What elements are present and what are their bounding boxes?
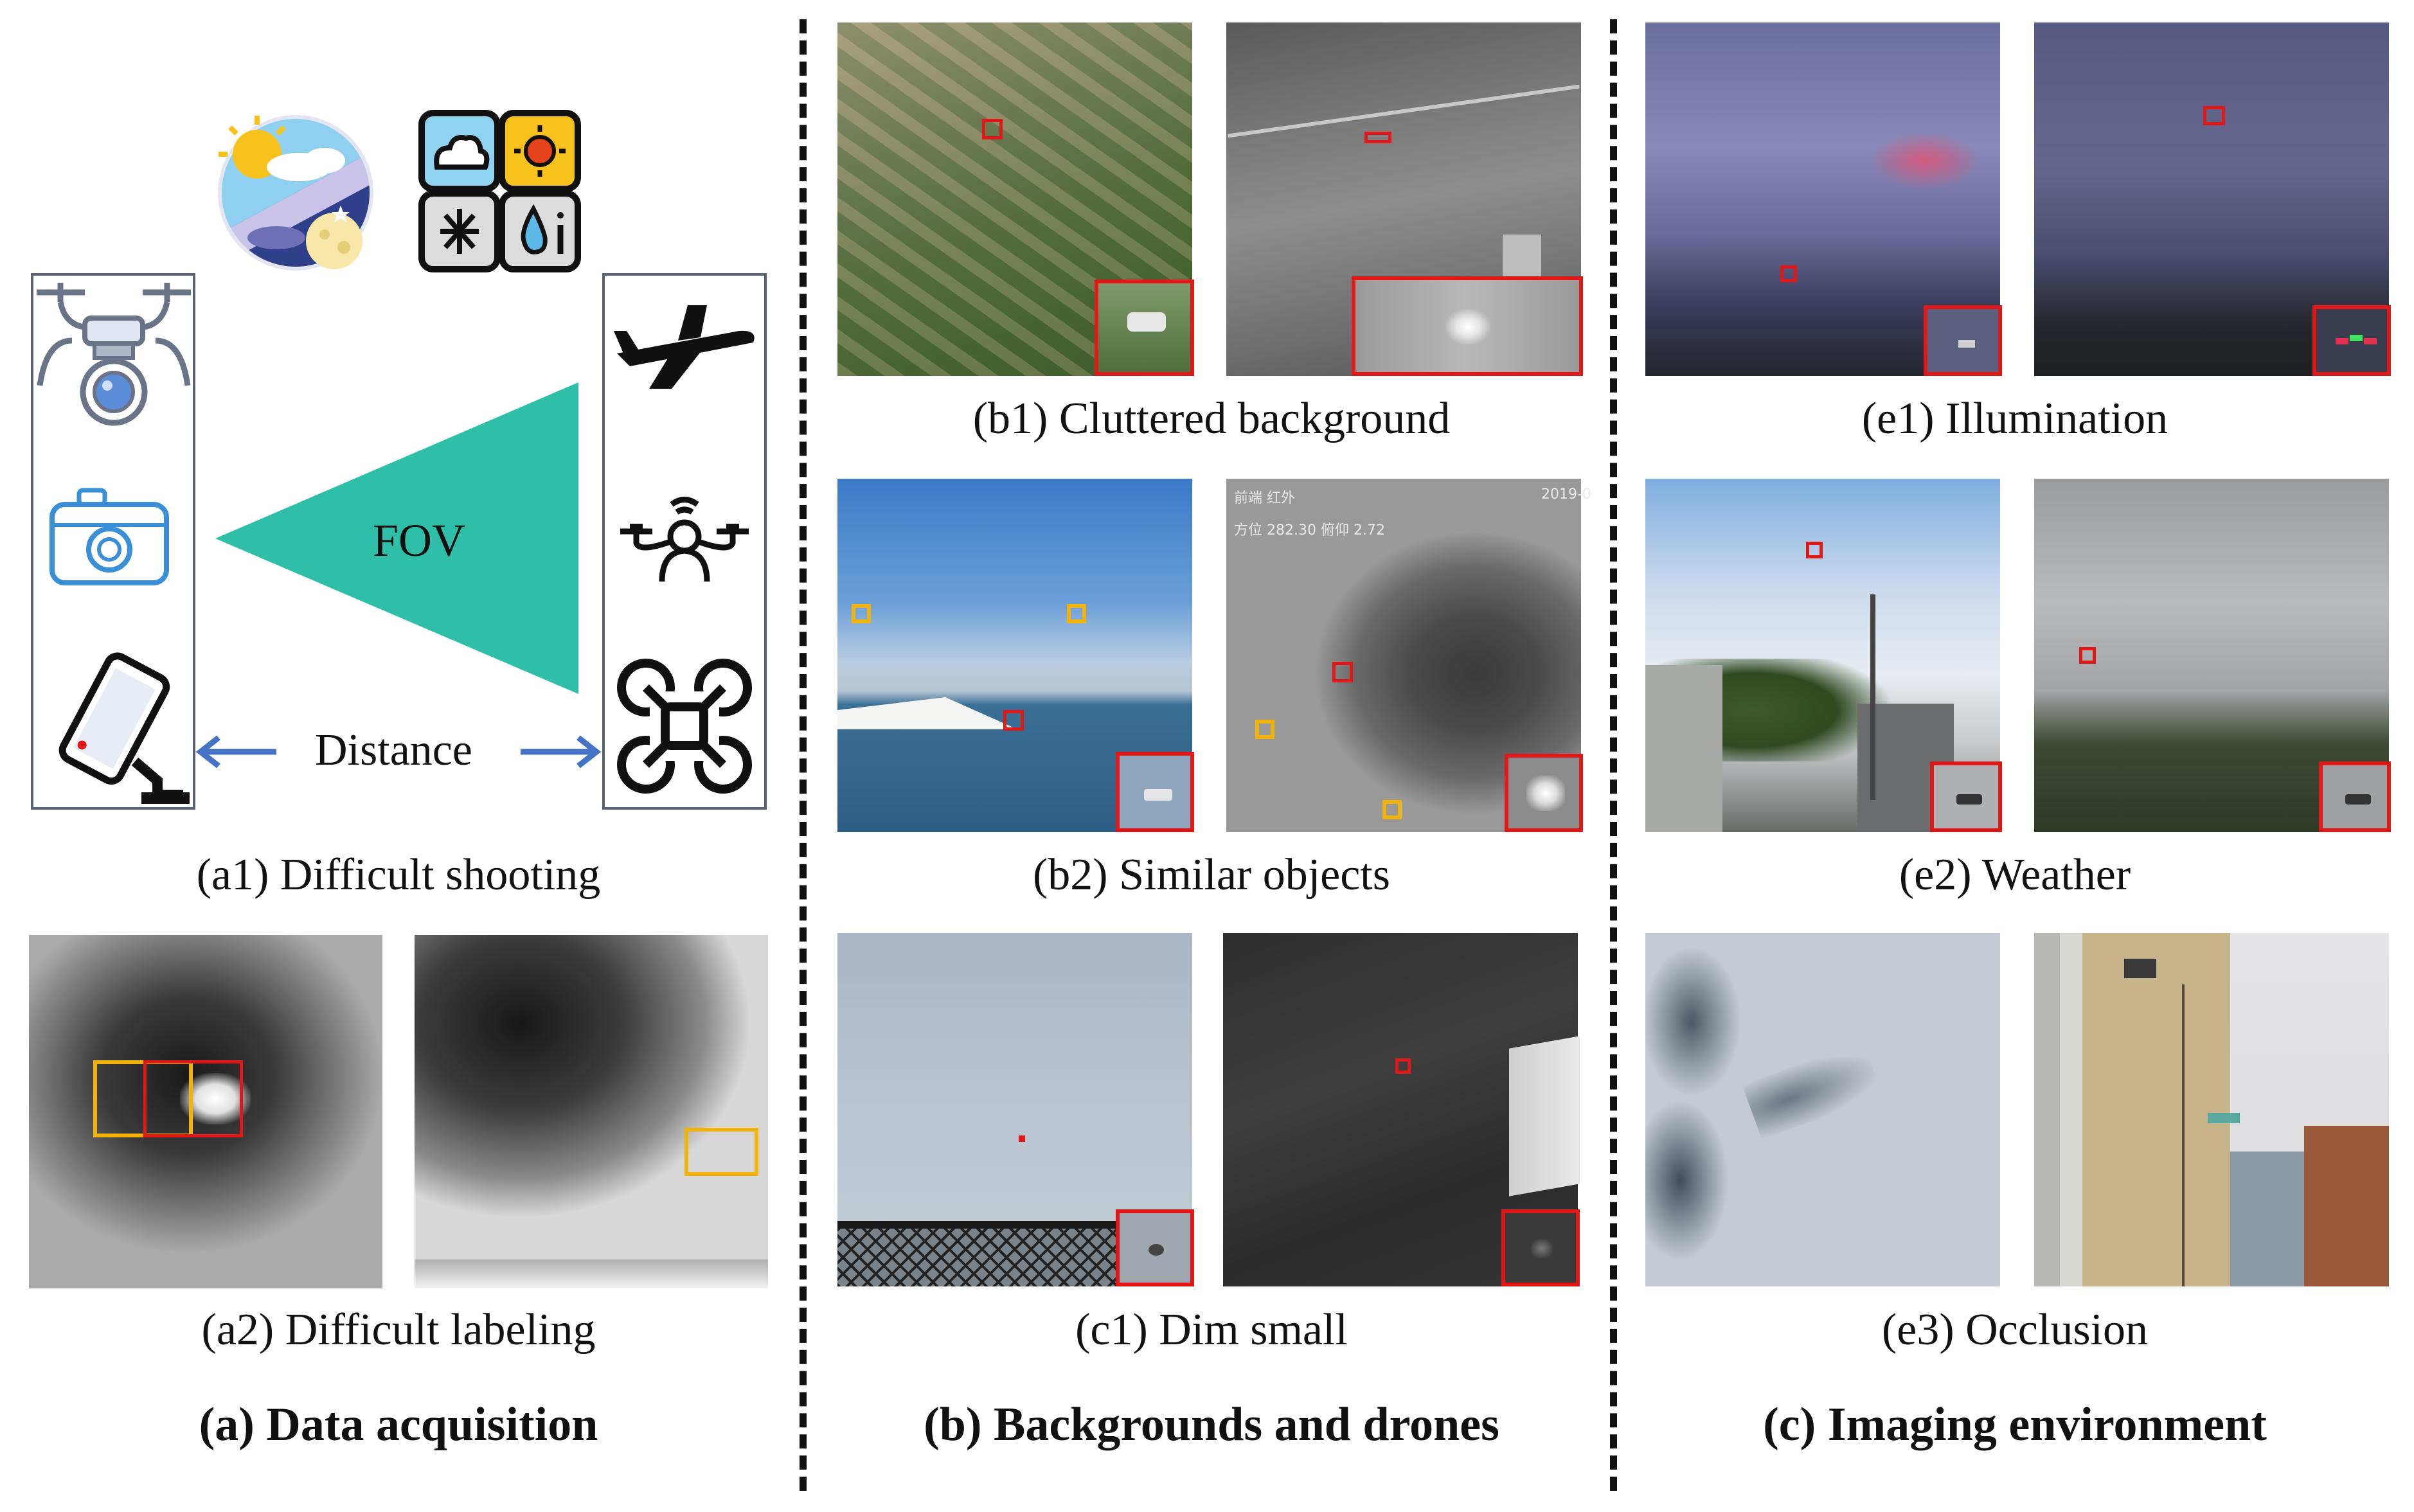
image-e1-left: [1645, 22, 2002, 376]
caption-e2: (e2) Weather: [1899, 850, 2131, 900]
image-b1-left: [837, 22, 1194, 376]
image-e2-right: [2034, 479, 2391, 832]
camera-icon: [48, 485, 170, 588]
fov-label: FOV: [373, 515, 466, 566]
image-b2-right: 前端 红外 2019-0 方位 282.30 俯仰 2.72: [1226, 479, 1591, 832]
divider-right: [1610, 19, 1617, 1491]
image-b1-right: [1226, 22, 1583, 376]
caption-e1: (e1) Illumination: [1861, 394, 2168, 443]
image-e3-left: [1645, 933, 2000, 1286]
image-e1-right: [2034, 22, 2391, 376]
image-a2-left: [29, 935, 382, 1288]
overlay-text-2: 方位 282.30 俯仰 2.72: [1234, 522, 1385, 538]
airplane-icon: [611, 292, 758, 408]
caption-e3: (e3) Occlusion: [1881, 1305, 2149, 1355]
image-e2-left: [1645, 479, 2002, 832]
image-e3-right: [2034, 933, 2389, 1286]
weather-day-night-icon: [212, 109, 379, 276]
image-c1-right: [1223, 933, 1580, 1286]
caption-b2: (b2) Similar objects: [1032, 850, 1390, 900]
image-b2-left: [837, 479, 1194, 832]
distance-label: Distance: [315, 725, 472, 775]
drone-camera-icon: [33, 276, 194, 431]
phone-stand-icon: [45, 652, 193, 806]
drone-icon: [614, 492, 755, 588]
caption-a2: (a2) Difficult labeling: [201, 1305, 596, 1355]
fov-triangle: [215, 379, 585, 697]
title-section-a: (a) Data acquisition: [199, 1398, 598, 1451]
title-section-c: (c) Imaging environment: [1763, 1398, 2267, 1451]
image-c1-left: [837, 933, 1194, 1286]
divider-left: [800, 19, 807, 1491]
distance-arrow-right: [514, 733, 604, 771]
overlay-date: 2019-0: [1541, 486, 1591, 503]
overlay-text-1: 前端 红外: [1234, 490, 1295, 506]
caption-a1: (a1) Difficult shooting: [196, 850, 601, 900]
caption-c1: (c1) Dim small: [1075, 1305, 1348, 1355]
image-a2-right: [415, 935, 768, 1288]
distance-arrow-left: [193, 733, 283, 771]
quadcopter-icon: [614, 655, 755, 797]
weather-grid-icon: [418, 109, 582, 273]
caption-b1: (b1) Cluttered background: [972, 394, 1451, 443]
title-section-b: (b) Backgrounds and drones: [924, 1398, 1499, 1451]
